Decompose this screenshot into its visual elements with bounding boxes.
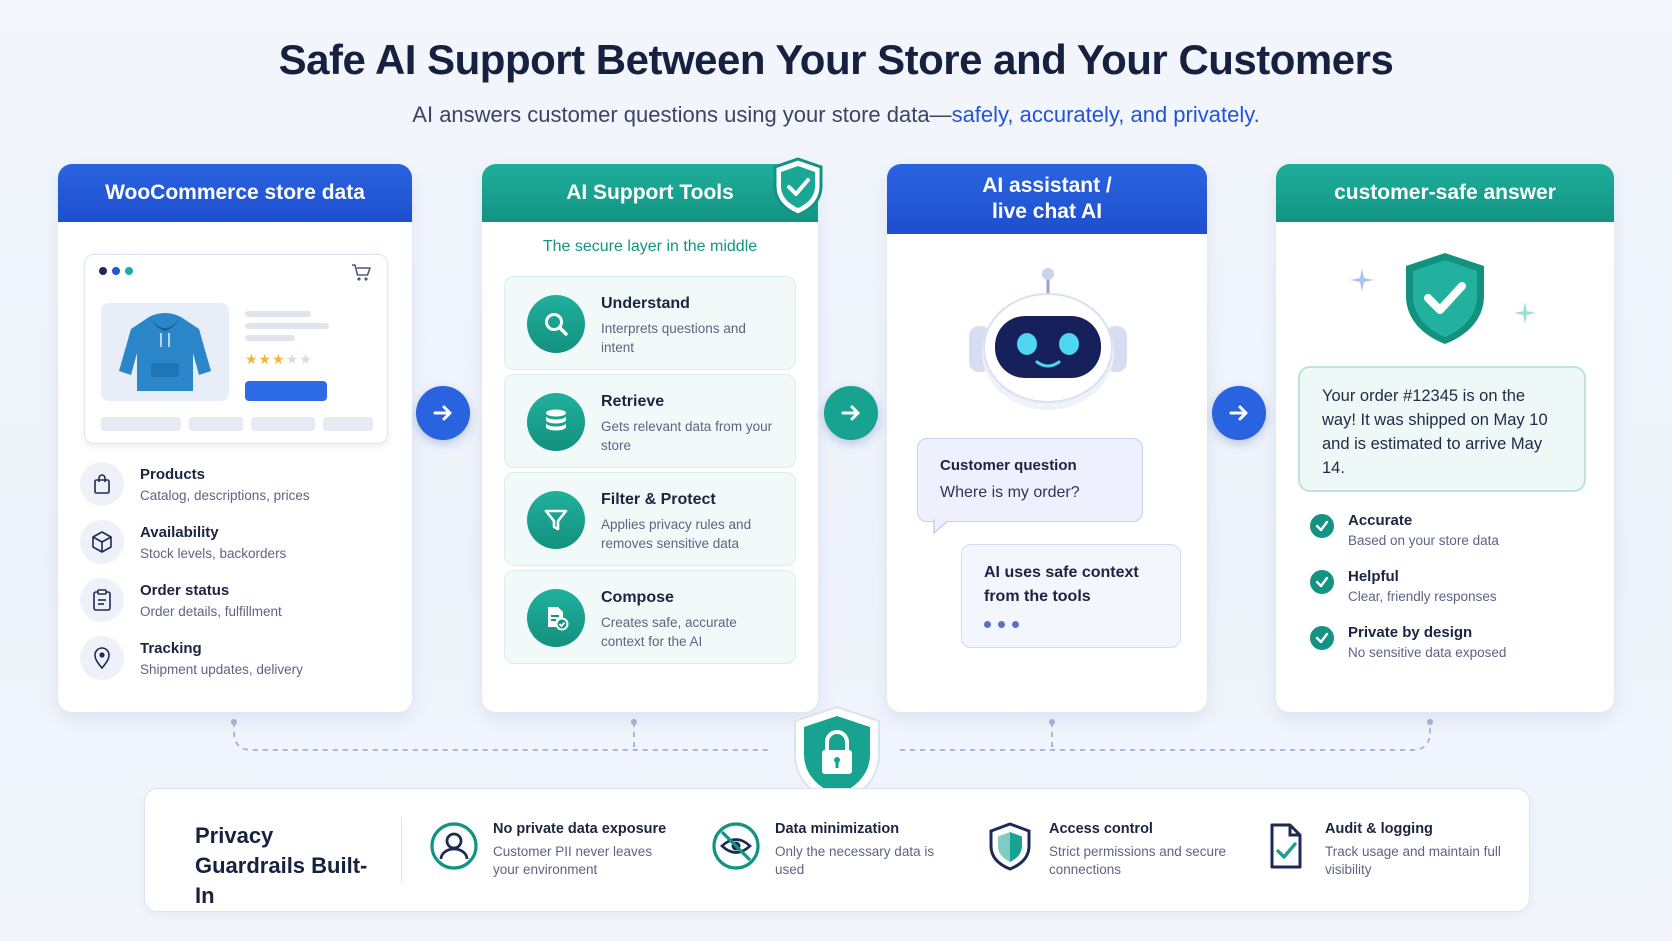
audit-document-icon — [1259, 819, 1313, 873]
sparkle-icon — [1348, 266, 1376, 299]
arrow-right-icon — [1212, 386, 1266, 440]
arrow-right-icon — [824, 386, 878, 440]
ai-tools-card-title: AI Support Tools — [482, 164, 818, 222]
search-icon — [527, 295, 585, 353]
tool-filter-protect: Filter & Protect Applies privacy rules a… — [504, 472, 796, 566]
divider — [401, 817, 402, 883]
tool-compose: Compose Creates safe, accurate context f… — [504, 570, 796, 664]
database-icon — [527, 393, 585, 451]
shield-check-icon — [770, 156, 826, 223]
shield-check-icon — [1400, 250, 1490, 353]
store-data-card-title: WooCommerce store data — [58, 164, 412, 222]
lock-shield-icon — [790, 704, 884, 813]
eye-slash-icon — [709, 819, 763, 873]
robot-icon — [965, 264, 1131, 419]
typing-indicator — [984, 621, 1019, 628]
sparkle-icon — [1512, 300, 1538, 331]
subtitle-plain: AI answers customer questions using your… — [412, 102, 952, 127]
check-icon — [1310, 514, 1334, 538]
ai-assistant-card: AI assistant /live chat AI Customer ques… — [887, 164, 1207, 712]
filter-icon — [527, 491, 585, 549]
check-icon — [1310, 570, 1334, 594]
document-check-icon — [527, 589, 585, 647]
cart-icon — [351, 263, 373, 288]
shield-icon — [983, 819, 1037, 873]
privacy-guardrails-panel: Privacy Guardrails Built-In No private d… — [144, 788, 1530, 912]
safe-context-bubble: AI uses safe context from the tools — [961, 544, 1181, 648]
connector-lines — [231, 719, 1433, 751]
window-dots — [99, 267, 133, 275]
page-subtitle: AI answers customer questions using your… — [0, 102, 1672, 128]
hoodie-image — [101, 303, 229, 401]
rating-stars: ★★★★★ — [245, 351, 313, 367]
ai-assistant-card-title: AI assistant /live chat AI — [887, 164, 1207, 234]
arrow-right-icon — [416, 386, 470, 440]
ai-tools-card: AI Support Tools The secure layer in the… — [482, 157, 823, 712]
box-icon — [80, 520, 124, 564]
clipboard-icon — [80, 578, 124, 622]
user-circle-icon — [427, 819, 481, 873]
customer-safe-answer-card: customer-safe answer Your order #12345 i… — [1276, 164, 1614, 712]
guardrails-title: Privacy Guardrails Built-In — [195, 823, 368, 908]
customer-safe-answer-title: customer-safe answer — [1276, 164, 1614, 222]
check-icon — [1310, 626, 1334, 650]
page-title: Safe AI Support Between Your Store and Y… — [278, 36, 1394, 83]
ai-tools-subtitle: The secure layer in the middle — [542, 238, 758, 255]
tool-retrieve: Retrieve Gets relevant data from your st… — [504, 374, 796, 468]
subtitle-accent: safely, accurately, and privately. — [951, 102, 1260, 127]
location-pin-icon — [80, 636, 124, 680]
answer-message: Your order #12345 is on the way! It was … — [1298, 366, 1586, 492]
store-data-card: WooCommerce store data ★★★★★ — [58, 164, 412, 712]
shopping-bag-icon — [80, 462, 124, 506]
buy-button-mock — [245, 381, 327, 401]
store-mockup: ★★★★★ — [84, 254, 388, 444]
tool-understand: Understand Interprets questions and inte… — [504, 276, 796, 370]
customer-question-bubble: Customer question Where is my order? — [917, 438, 1143, 535]
